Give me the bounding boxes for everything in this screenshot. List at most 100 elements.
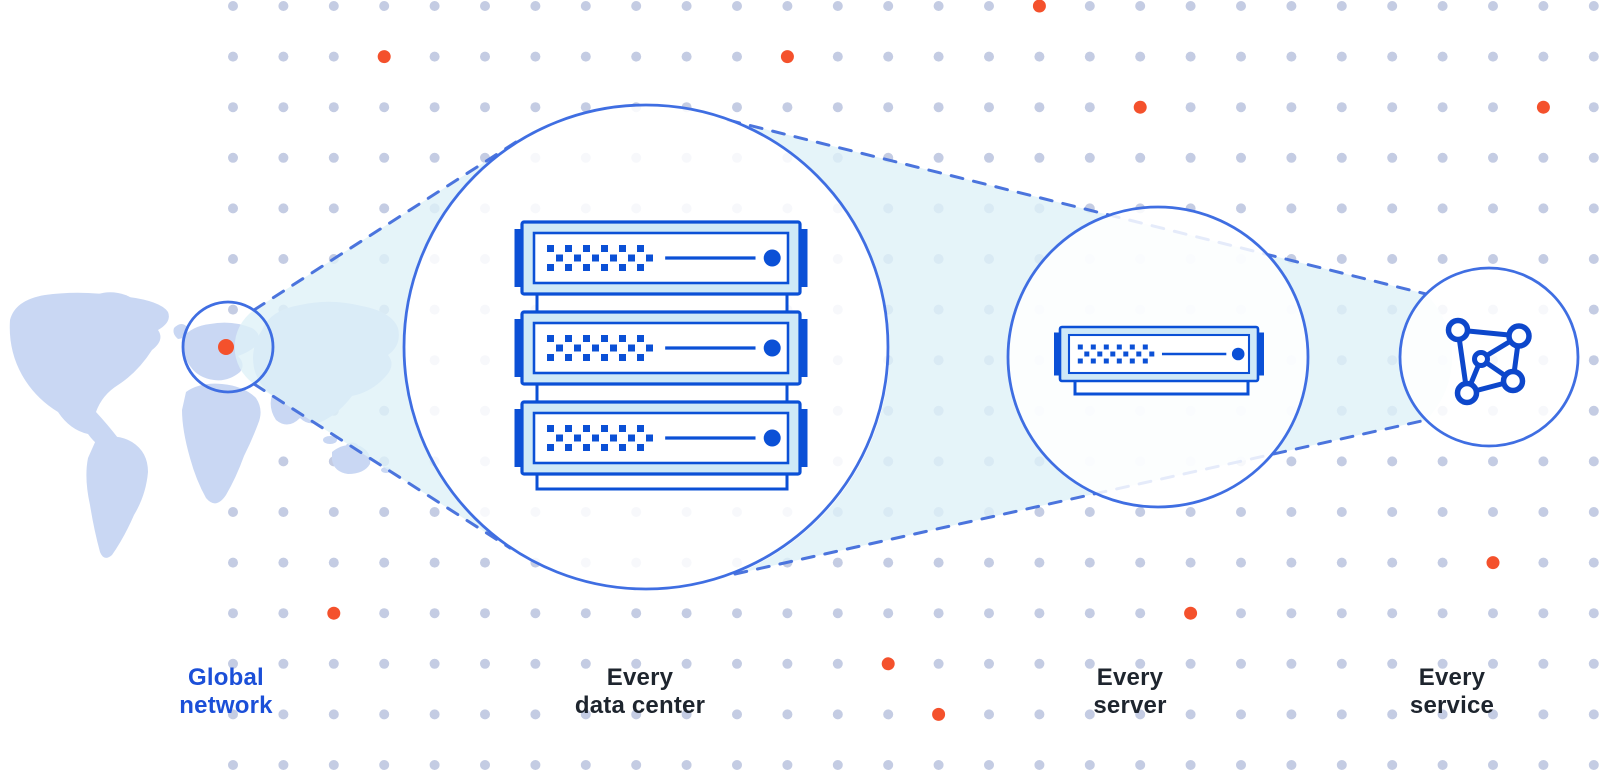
- grid-dot: [1488, 456, 1498, 467]
- grid-dot: [278, 152, 289, 163]
- grid-dot: [832, 658, 843, 669]
- vent-dot: [1142, 344, 1148, 350]
- vent-dot: [1116, 358, 1122, 364]
- landmass-south-america: [86, 436, 148, 558]
- server-unit-1: [514, 220, 808, 296]
- label-line: Every: [606, 664, 674, 691]
- vent-dot: [583, 354, 590, 361]
- grid-dot: [580, 709, 591, 720]
- grid-dot: [429, 102, 440, 113]
- grid-dot: [732, 658, 742, 669]
- grid-dot: [1236, 507, 1246, 517]
- network-node-bl: [1454, 380, 1480, 406]
- grid-dot: [1588, 608, 1599, 619]
- vent-dot: [637, 354, 644, 361]
- grid-dot: [1084, 709, 1095, 720]
- grid-dot: [1437, 507, 1448, 517]
- grid-dot: [782, 658, 793, 669]
- accent-dot-orange: [881, 657, 895, 671]
- vent-dot: [646, 254, 653, 262]
- grid-dot: [278, 608, 289, 619]
- grid-dot: [228, 51, 238, 62]
- grid-dot: [1538, 658, 1549, 669]
- grid-dot: [933, 760, 944, 770]
- single-server-unit: [1054, 325, 1264, 383]
- grid-dot: [530, 760, 541, 770]
- grid-dot: [883, 1, 894, 11]
- label-line: server: [1093, 692, 1167, 719]
- grid-dot: [228, 203, 238, 214]
- vent-dot: [1116, 344, 1122, 350]
- grid-dot: [429, 507, 440, 517]
- grid-dot: [1437, 1, 1448, 11]
- vent-dot: [583, 425, 590, 432]
- grid-dot: [328, 203, 339, 214]
- grid-dot: [379, 507, 390, 517]
- grid-dot: [1588, 254, 1599, 264]
- grid-dot: [530, 102, 541, 113]
- grid-dot: [1437, 760, 1448, 770]
- vent-dot: [547, 335, 554, 342]
- grid-dot: [1135, 1, 1146, 11]
- vent-dot: [547, 425, 554, 432]
- grid-dot: [429, 51, 440, 62]
- grid-dot: [228, 760, 238, 770]
- grid-dot: [429, 658, 440, 669]
- grid-dot: [1588, 152, 1599, 163]
- grid-dot: [631, 608, 642, 619]
- vent-dot: [619, 425, 626, 432]
- grid-dot: [1084, 557, 1095, 568]
- grid-dot: [1034, 608, 1045, 619]
- grid-dot: [580, 658, 591, 669]
- grid-dot: [1286, 203, 1297, 214]
- grid-dot: [1488, 608, 1498, 619]
- vent-dot: [637, 245, 644, 252]
- grid-dot: [278, 254, 289, 264]
- grid-dot: [782, 102, 793, 113]
- grid-dot: [1185, 557, 1196, 568]
- grid-dot: [328, 709, 339, 720]
- grid-dot: [1488, 254, 1498, 264]
- grid-dot: [1588, 709, 1599, 720]
- grid-dot: [883, 102, 894, 113]
- grid-dot: [1236, 102, 1246, 113]
- vent-dot: [574, 344, 581, 352]
- grid-dot: [379, 1, 390, 11]
- vent-dot: [601, 425, 608, 432]
- grid-dot: [228, 254, 238, 264]
- grid-dot: [278, 557, 289, 568]
- grid-dot: [1286, 51, 1297, 62]
- grid-dot: [1185, 760, 1196, 770]
- grid-dot: [732, 51, 742, 62]
- vent-dot: [592, 434, 599, 442]
- vent-dot: [1129, 358, 1135, 364]
- grid-dot: [1336, 507, 1347, 517]
- vent-dot: [637, 264, 644, 271]
- grid-dot: [1538, 608, 1549, 619]
- accent-dot-orange: [1032, 0, 1046, 13]
- grid-dot: [1286, 507, 1297, 517]
- vent-dot: [583, 444, 590, 451]
- vent-dot: [1110, 351, 1116, 357]
- grid-dot: [379, 557, 390, 568]
- vent-dot: [565, 354, 572, 361]
- grid-dot: [228, 709, 238, 720]
- grid-dot: [1488, 658, 1498, 669]
- grid-dot: [732, 709, 742, 720]
- grid-dot: [1236, 152, 1246, 163]
- grid-dot: [1236, 760, 1246, 770]
- grid-dot: [681, 608, 692, 619]
- grid-dot: [1336, 1, 1347, 11]
- grid-dot: [984, 152, 994, 163]
- vent-dot: [1077, 358, 1083, 364]
- vent-dot: [1149, 351, 1155, 357]
- vent-dot: [637, 335, 644, 342]
- grid-dot: [278, 1, 289, 11]
- grid-dot: [480, 658, 490, 669]
- grid-dot: [1588, 355, 1599, 366]
- grid-dot: [228, 152, 238, 163]
- indicator-led: [763, 429, 781, 447]
- network-node-center: [1472, 350, 1490, 368]
